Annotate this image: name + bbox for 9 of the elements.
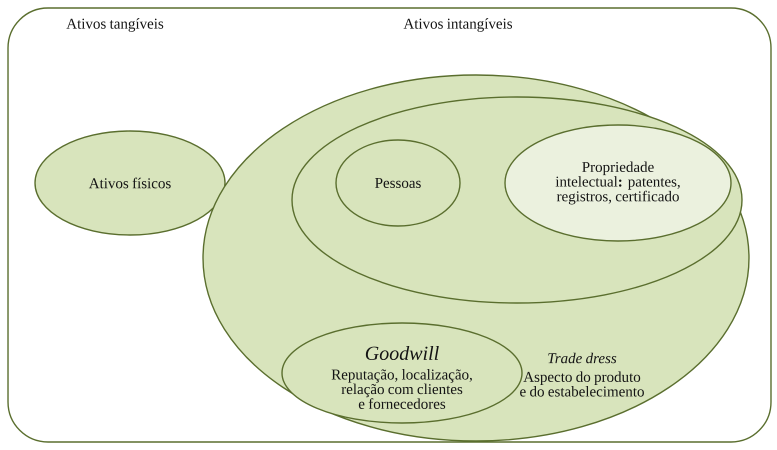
heading: Ativos tangíveis bbox=[66, 18, 164, 32]
ellipse-text: Trade dress bbox=[548, 352, 616, 364]
ellipse-label: Propriedade intelectual: patentes, registros, certificado bbox=[556, 162, 680, 204]
ellipse-label: Pessoas bbox=[375, 178, 421, 188]
ellipse-text: Aspecto do produto e do estabelecimento bbox=[520, 371, 644, 397]
ellipse-label: Ativos físicos bbox=[88, 178, 171, 188]
ellipse-label: Goodwill bbox=[366, 346, 439, 360]
heading: Ativos intangíveis bbox=[404, 18, 512, 32]
ellipse-text: Reputação, localização, relação com clientes e fornecedores bbox=[332, 369, 472, 409]
